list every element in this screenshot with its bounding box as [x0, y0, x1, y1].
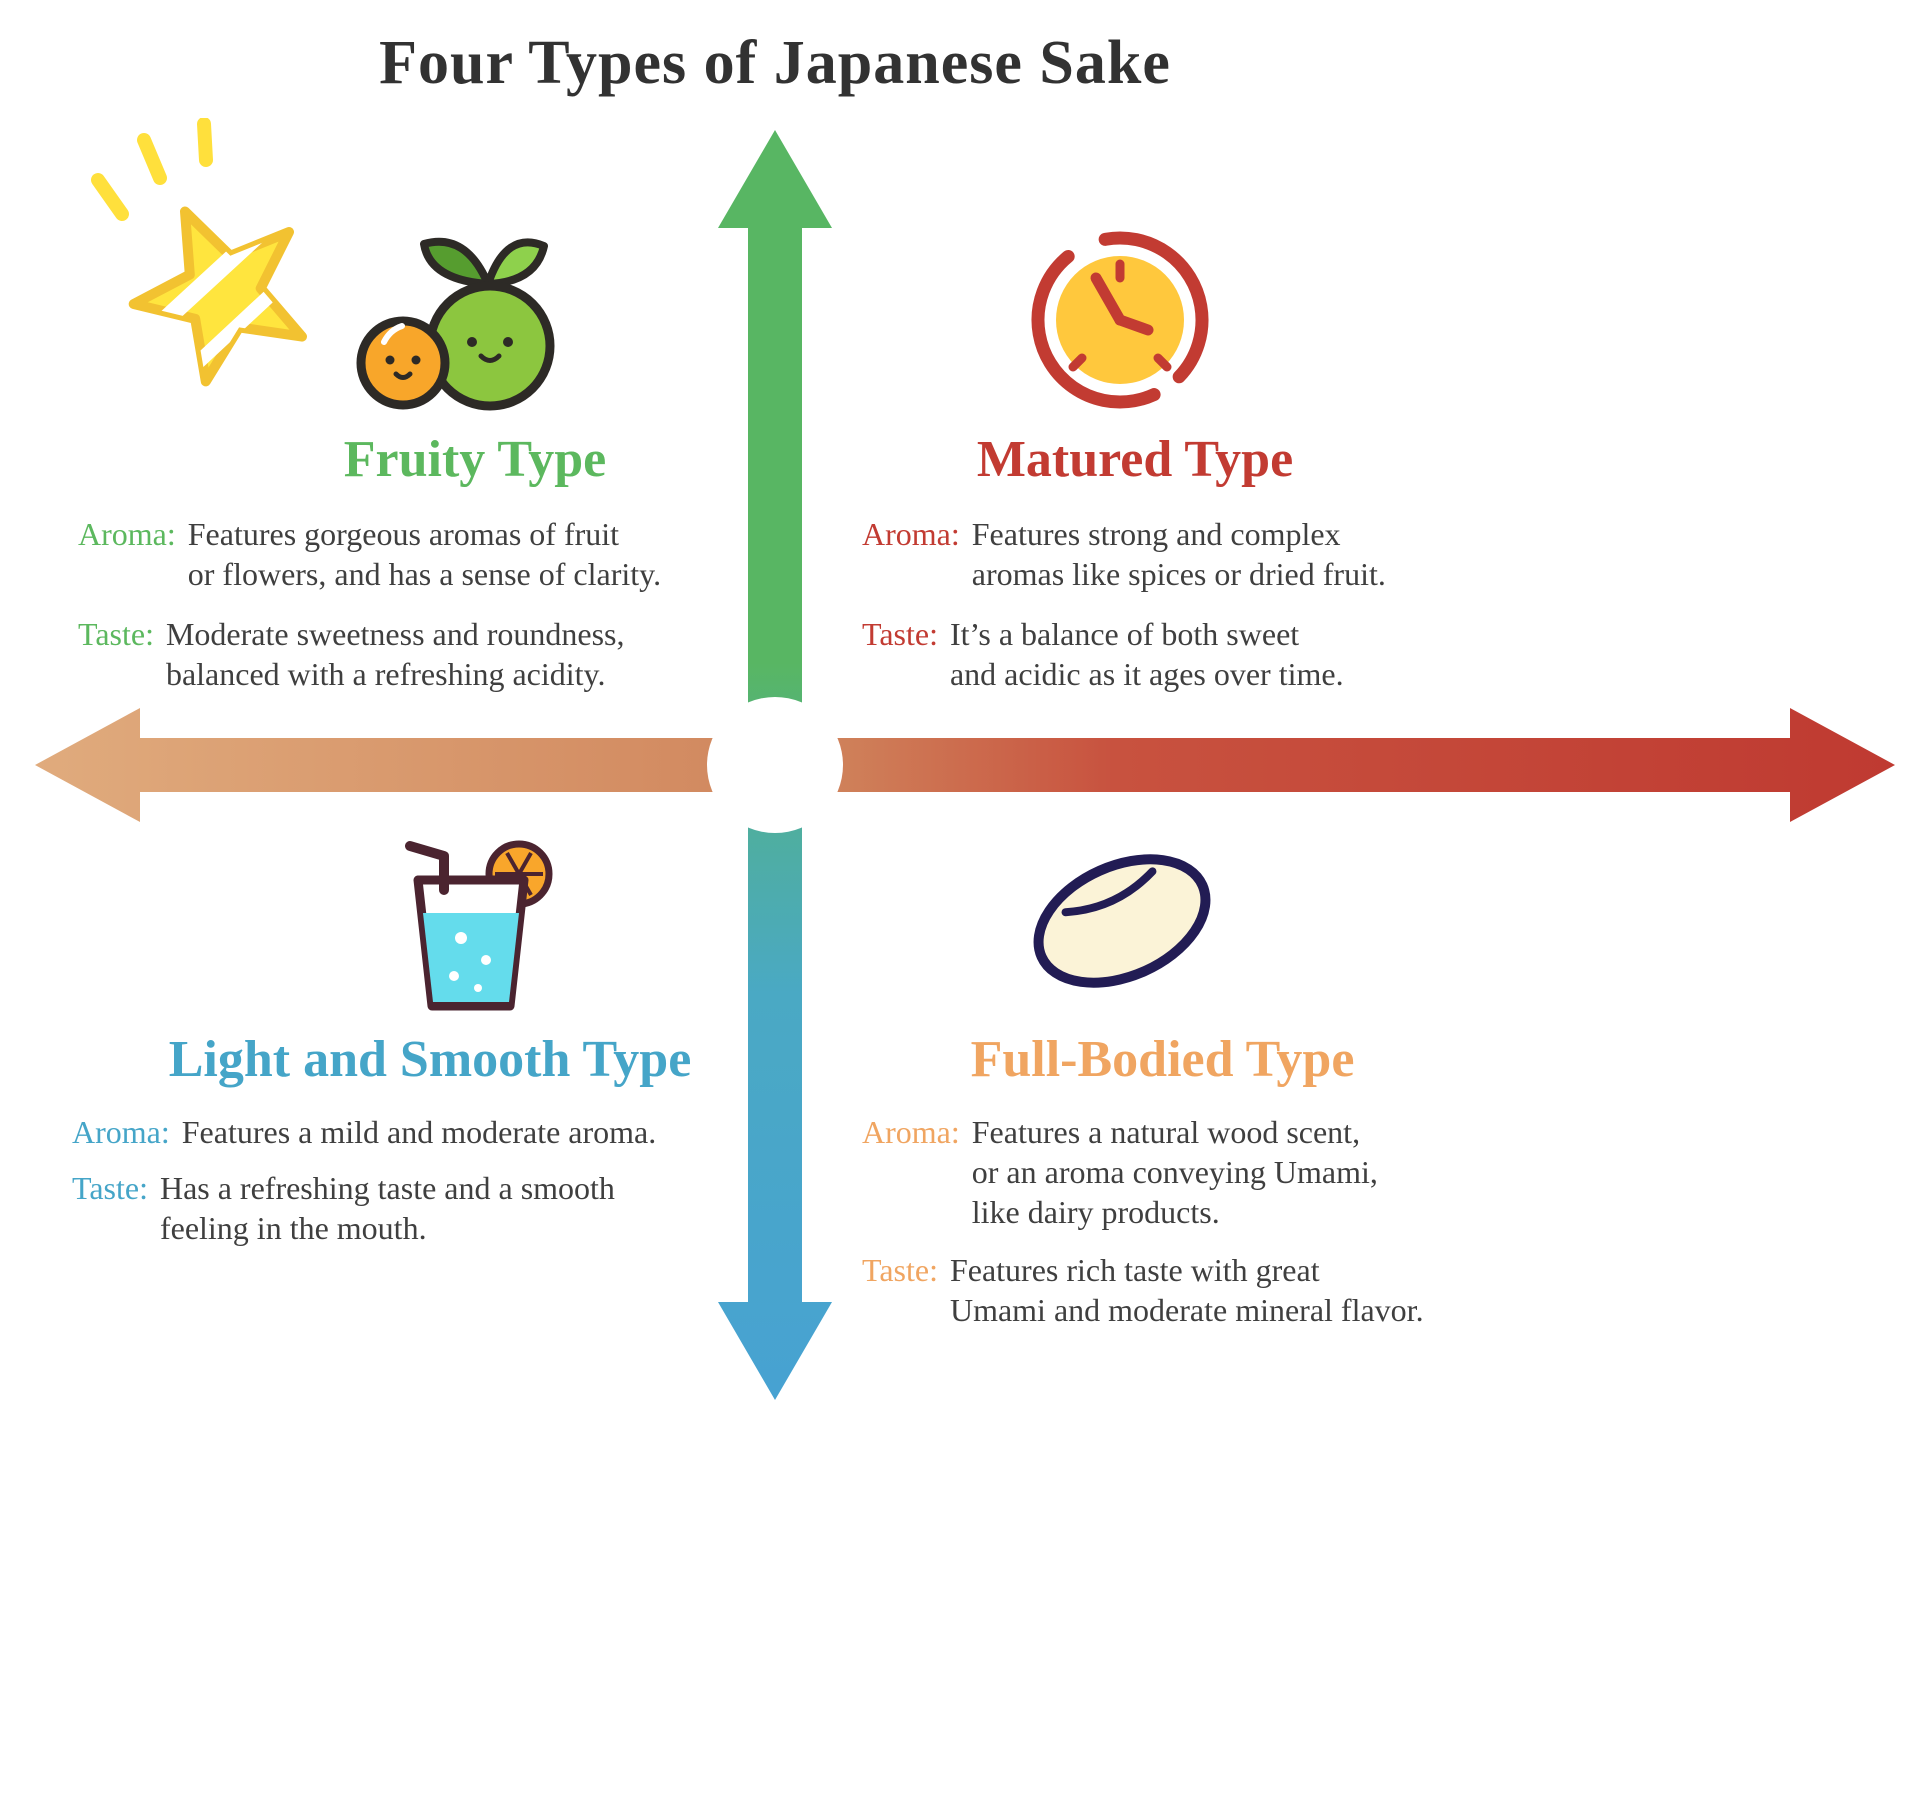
full-taste-row: Taste: Features rich taste with great Um…: [862, 1250, 1424, 1330]
matured-aroma-label: Aroma:: [862, 516, 960, 552]
matured-taste-row: Taste: It’s a balance of both sweet and …: [862, 614, 1344, 694]
page-title: Four Types of Japanese Sake: [379, 29, 1171, 97]
full-aroma-label: Aroma:: [862, 1114, 960, 1150]
fruity-aroma-row: Aroma: Features gorgeous aromas of fruit…: [78, 514, 661, 594]
full-aroma-row: Aroma: Features a natural wood scent, or…: [862, 1112, 1378, 1232]
axes-center-gap: [707, 697, 843, 833]
matured-taste-label: Taste:: [862, 616, 938, 652]
fruity-taste-text: Moderate sweetness and roundness, balanc…: [165, 616, 625, 692]
matured-type-title: Matured Type: [976, 431, 1294, 488]
clock-icon: [1031, 231, 1209, 409]
sparkle-star-icon: [91, 118, 307, 387]
matured-aroma-row: Aroma: Features strong and complex aroma…: [862, 514, 1386, 594]
light-smooth-type-title: Light and Smooth Type: [168, 1031, 692, 1088]
full-bodied-type-title: Full-Bodied Type: [970, 1031, 1355, 1088]
fruit-icon: [356, 237, 555, 411]
horizontal-axis-arrow: [35, 708, 1895, 822]
drink-glass-icon: [405, 840, 553, 1011]
full-aroma-text: Features a natural wood scent, or an aro…: [971, 1114, 1378, 1230]
full-taste-text: Features rich taste with great Umami and…: [949, 1252, 1424, 1328]
fruity-type-title: Fruity Type: [343, 431, 607, 488]
matured-aroma-text: Features strong and complex aromas like …: [971, 516, 1386, 592]
fruity-taste-row: Taste: Moderate sweetness and roundness,…: [78, 614, 625, 694]
fruity-aroma-label: Aroma:: [78, 516, 176, 552]
rice-grain-icon: [1033, 854, 1211, 988]
light-aroma-text: Features a mild and moderate aroma.: [181, 1114, 657, 1150]
fruity-aroma-text: Features gorgeous aromas of fruit or flo…: [187, 516, 662, 592]
light-aroma-row: Aroma: Features a mild and moderate arom…: [72, 1112, 656, 1152]
light-taste-label: Taste:: [72, 1170, 148, 1206]
matured-taste-text: It’s a balance of both sweet and acidic …: [949, 616, 1344, 692]
fruity-taste-label: Taste:: [78, 616, 154, 652]
light-aroma-label: Aroma:: [72, 1114, 170, 1150]
light-taste-row: Taste: Has a refreshing taste and a smoo…: [72, 1168, 615, 1248]
light-taste-text: Has a refreshing taste and a smooth feel…: [159, 1170, 615, 1246]
full-taste-label: Taste:: [862, 1252, 938, 1288]
